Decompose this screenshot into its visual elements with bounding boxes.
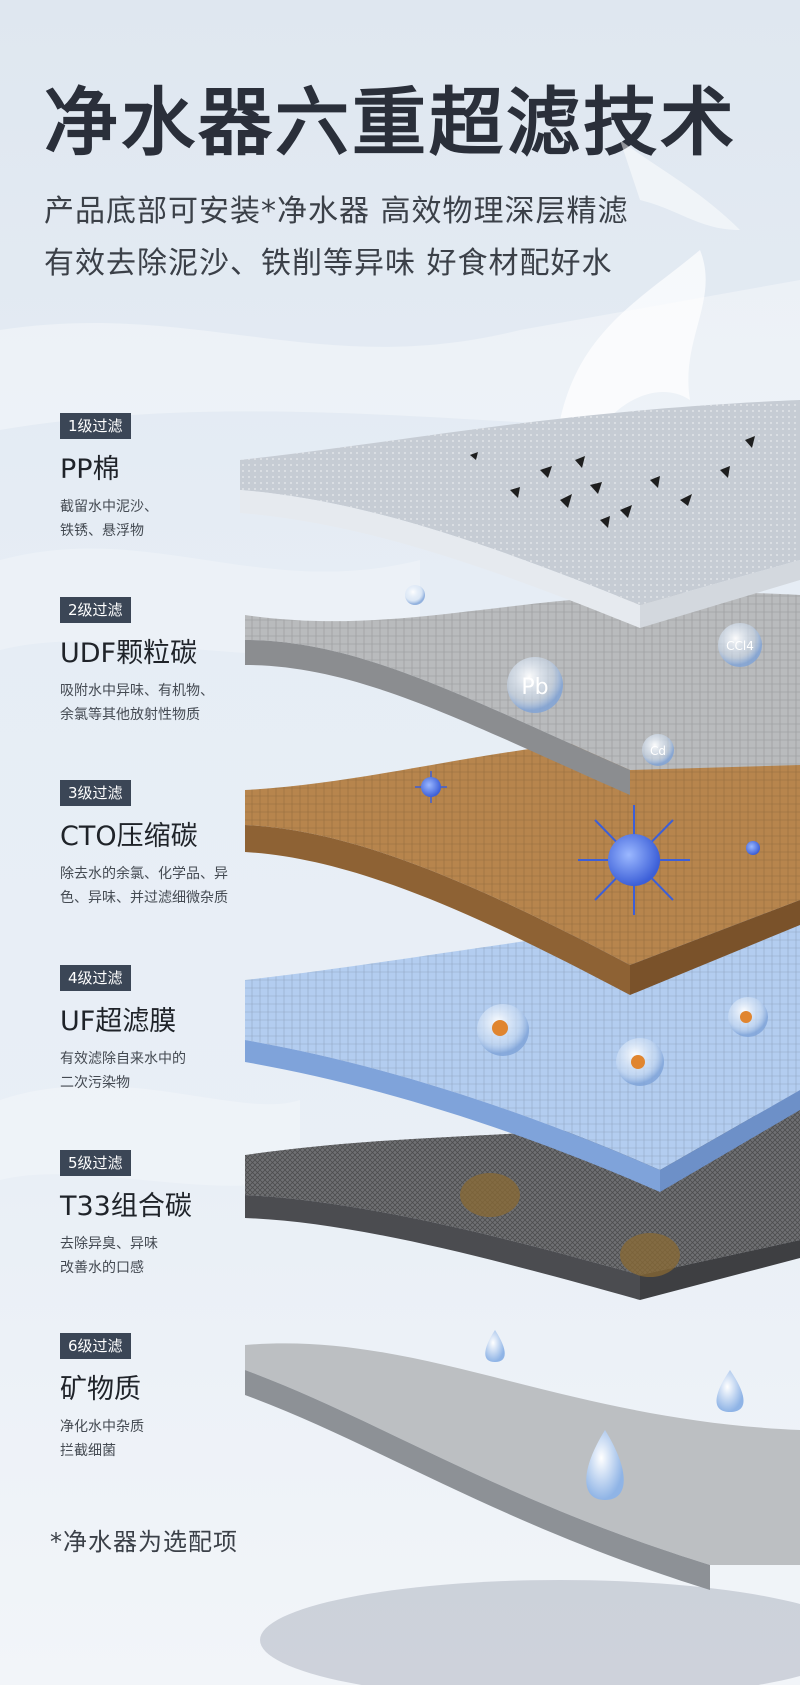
- layer-desc: 吸附水中异味、有机物、余氯等其他放射性物质: [60, 683, 214, 723]
- stain-icon: [460, 1173, 680, 1277]
- virus-small-icon: [415, 771, 447, 803]
- subtitle-line-1: 产品底部可安装*净水器 高效物理深层精滤: [44, 194, 629, 229]
- layer-name: UF超滤膜: [60, 1006, 177, 1037]
- filter-layer-6: [245, 1343, 800, 1590]
- small-bubble-icon: [405, 585, 425, 605]
- water-drop-icon: [485, 1330, 744, 1500]
- layer-badge: 5级过滤: [60, 1150, 131, 1176]
- pb-molecule-icon: Pb: [507, 657, 563, 713]
- layer-name: 矿物质: [60, 1374, 141, 1405]
- bacteria-bubble-icon: [477, 997, 768, 1086]
- layer-badge: 2级过滤: [60, 597, 131, 623]
- svg-text:CCl4: CCl4: [726, 639, 754, 653]
- virus-icon: [578, 805, 690, 915]
- virus-tiny-icon: [746, 841, 760, 855]
- layer-desc: 有效滤除自来水中的二次污染物: [60, 1051, 186, 1091]
- water-splash: [560, 140, 740, 430]
- filter-layer-3: [245, 735, 800, 995]
- layer-name: PP棉: [60, 454, 120, 485]
- layer-info-1: 1级过滤 PP棉 截留水中泥沙、铁锈、悬浮物: [60, 413, 290, 543]
- layer-info-6: 6级过滤 矿物质 净化水中杂质拦截细菌: [60, 1333, 290, 1463]
- layer-badge: 1级过滤: [60, 413, 131, 439]
- layer-desc: 截留水中泥沙、铁锈、悬浮物: [60, 499, 158, 539]
- layer-info-4: 4级过滤 UF超滤膜 有效滤除自来水中的二次污染物: [60, 965, 290, 1095]
- layer-info-5: 5级过滤 T33组合碳 去除异臭、异味改善水的口感: [60, 1150, 290, 1280]
- layer-info-2: 2级过滤 UDF颗粒碳 吸附水中异味、有机物、余氯等其他放射性物质: [60, 597, 290, 727]
- layer-desc: 除去水的余氯、化学品、异色、异味、并过滤细微杂质: [60, 866, 228, 906]
- layer-desc: 去除异臭、异味改善水的口感: [60, 1236, 158, 1276]
- layer-info-3: 3级过滤 CTO压缩碳 除去水的余氯、化学品、异色、异味、并过滤细微杂质: [60, 780, 290, 910]
- layer-badge: 6级过滤: [60, 1333, 131, 1359]
- layer-badge: 4级过滤: [60, 965, 131, 991]
- svg-text:Cd: Cd: [650, 744, 666, 758]
- layer-desc: 净化水中杂质拦截细菌: [60, 1419, 144, 1459]
- cd-molecule-icon: Cd: [642, 734, 674, 766]
- subtitle-line-2: 有效去除泥沙、铁削等异味 好食材配好水: [44, 246, 613, 281]
- filter-layer-1: [240, 400, 800, 628]
- layer-badge: 3级过滤: [60, 780, 131, 806]
- layer-name: CTO压缩碳: [60, 821, 198, 852]
- layer-name: UDF颗粒碳: [60, 638, 198, 669]
- footnote: *净水器为选配项: [50, 1528, 238, 1556]
- ccl4-molecule-icon: CCl4: [718, 623, 762, 667]
- svg-text:Pb: Pb: [521, 675, 548, 700]
- layer-name: T33组合碳: [60, 1191, 192, 1222]
- page-title: 净水器六重超滤技术: [44, 80, 737, 166]
- debris-particles: [470, 436, 755, 528]
